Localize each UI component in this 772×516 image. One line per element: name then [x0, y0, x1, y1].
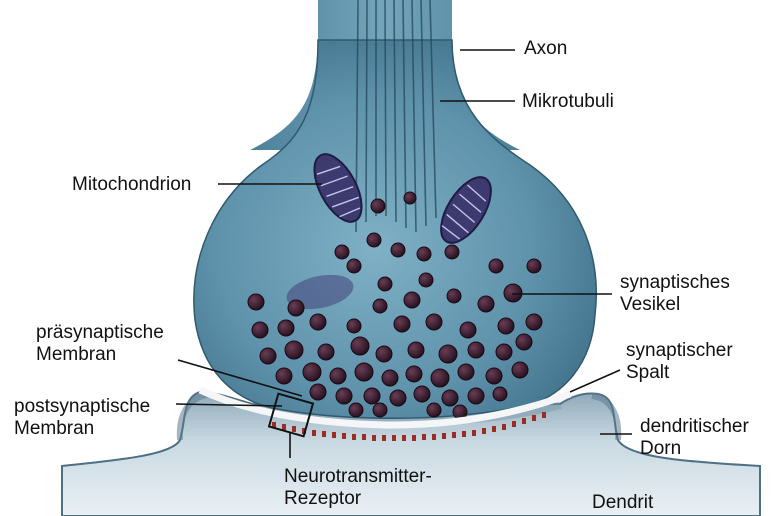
label-dorn-line1: dendritischer — [640, 416, 749, 438]
label-spalt-line2: Spalt — [626, 362, 733, 384]
label-praesynaptische-line2: Membran — [36, 344, 164, 366]
label-axon: Axon — [524, 38, 567, 60]
label-dorn-line2: Dorn — [640, 438, 749, 460]
label-rezeptor-line2: Rezeptor — [284, 488, 432, 510]
label-postsynaptische-line2: Membran — [14, 418, 150, 440]
label-postsynaptische-line1: postsynaptische — [14, 396, 150, 418]
label-vesikel-line1: synaptisches — [620, 272, 730, 294]
label-spalt-line1: synaptischer — [626, 340, 733, 362]
label-rezeptor-line1: Neurotransmitter- — [284, 466, 432, 488]
label-vesikel: synaptisches Vesikel — [620, 272, 730, 316]
label-neurotransmitter-rezeptor: Neurotransmitter- Rezeptor — [284, 466, 432, 510]
label-postsynaptische-membran: postsynaptische Membran — [14, 396, 150, 440]
label-dendrit: Dendrit — [592, 492, 653, 514]
label-praesynaptische-line1: präsynaptische — [36, 322, 164, 344]
label-vesikel-line2: Vesikel — [620, 294, 730, 316]
label-mikrotubuli: Mikrotubuli — [522, 91, 614, 113]
label-praesynaptische-membran: präsynaptische Membran — [36, 322, 164, 366]
label-mitochondrion: Mitochondrion — [72, 174, 191, 196]
label-dendritischer-dorn: dendritischer Dorn — [640, 416, 749, 460]
label-synaptischer-spalt: synaptischer Spalt — [626, 340, 733, 384]
